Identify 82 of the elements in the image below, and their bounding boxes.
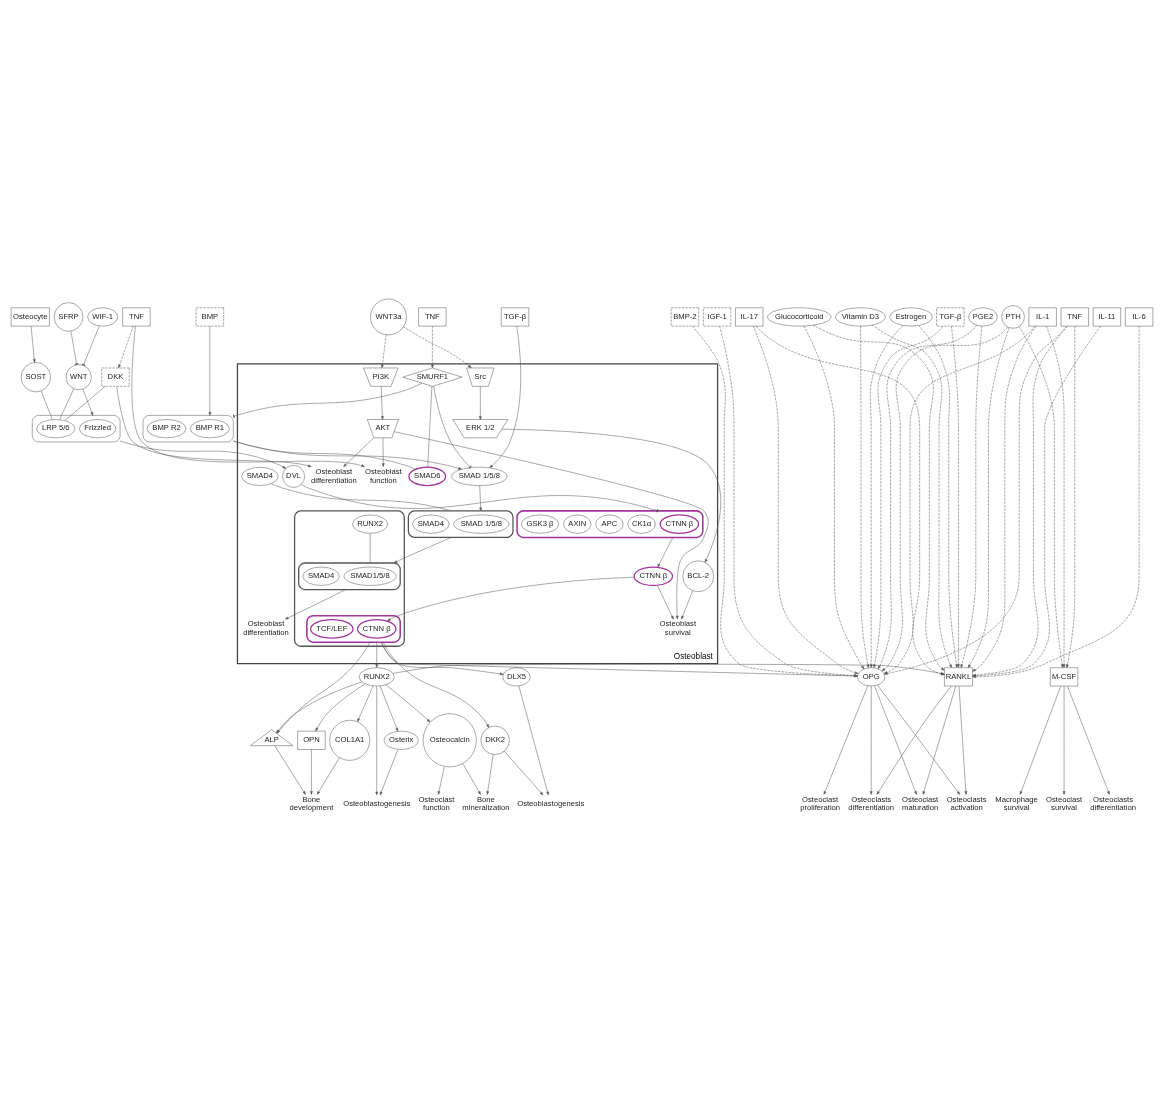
arrow (951, 325, 960, 668)
arrow (394, 430, 709, 619)
arrow (274, 745, 306, 795)
arrow (375, 685, 379, 795)
arrow (960, 325, 983, 668)
arrow (752, 325, 859, 674)
cluster (293, 509, 405, 647)
connector (40, 390, 53, 420)
connector (301, 483, 659, 512)
connector (232, 382, 423, 418)
arrow (479, 484, 482, 511)
arrow (1067, 685, 1110, 795)
arrow (657, 536, 674, 567)
arrow (869, 324, 903, 668)
arrow (380, 385, 384, 420)
arrow (1018, 325, 1064, 668)
arrow (381, 334, 387, 368)
arrow (375, 641, 379, 668)
arrow (1066, 325, 1076, 668)
connector (427, 385, 433, 467)
arrow (380, 641, 858, 677)
arrow (462, 762, 481, 795)
arrow (967, 326, 1010, 668)
arrow (82, 388, 94, 416)
arrow (431, 325, 434, 368)
arrow (657, 584, 674, 619)
arrow (357, 685, 374, 722)
arrow (315, 683, 366, 731)
connector (271, 482, 452, 511)
arrow (116, 385, 312, 467)
arrow (504, 750, 544, 795)
arrow (385, 684, 431, 722)
arrow (285, 588, 346, 619)
arrow (823, 685, 869, 795)
arrow (393, 536, 452, 563)
arrow (877, 324, 978, 669)
arrow (276, 641, 371, 734)
connector (81, 325, 100, 366)
arrow (118, 325, 134, 368)
arrow (208, 325, 212, 416)
arrow (233, 440, 462, 470)
arrow (379, 685, 399, 731)
connector (233, 440, 416, 470)
arrow (131, 325, 365, 467)
arrow (501, 428, 722, 563)
arrow (869, 685, 873, 795)
connector (64, 385, 106, 421)
arrow (387, 576, 635, 621)
arrow (119, 440, 286, 469)
arrow (479, 385, 482, 420)
connector (369, 532, 371, 563)
arrow (692, 325, 858, 677)
arrow (403, 326, 472, 368)
arrow (437, 765, 445, 795)
connector (70, 330, 79, 365)
arrow (30, 325, 36, 363)
arrow (1019, 685, 1062, 795)
arrow (1046, 325, 1066, 668)
arrow (958, 685, 968, 795)
arrow (681, 590, 693, 619)
arrow (382, 641, 490, 728)
arrow (381, 437, 385, 467)
arrow (1062, 685, 1066, 795)
arrow (310, 748, 313, 795)
connector (433, 385, 472, 469)
arrow (518, 685, 549, 795)
cluster (32, 414, 121, 442)
arrow (276, 681, 363, 733)
arrow (874, 685, 917, 795)
arrow (881, 326, 1008, 671)
arrow (316, 756, 340, 795)
arrow (381, 641, 504, 675)
connector (59, 388, 74, 420)
arrow (918, 324, 958, 668)
arrow (379, 748, 399, 795)
arrow (803, 325, 865, 669)
arrow (972, 325, 1037, 672)
arrow (343, 437, 374, 467)
arrow (486, 753, 494, 795)
arrow (719, 325, 858, 677)
arrow (922, 685, 957, 795)
arrow (489, 325, 521, 468)
